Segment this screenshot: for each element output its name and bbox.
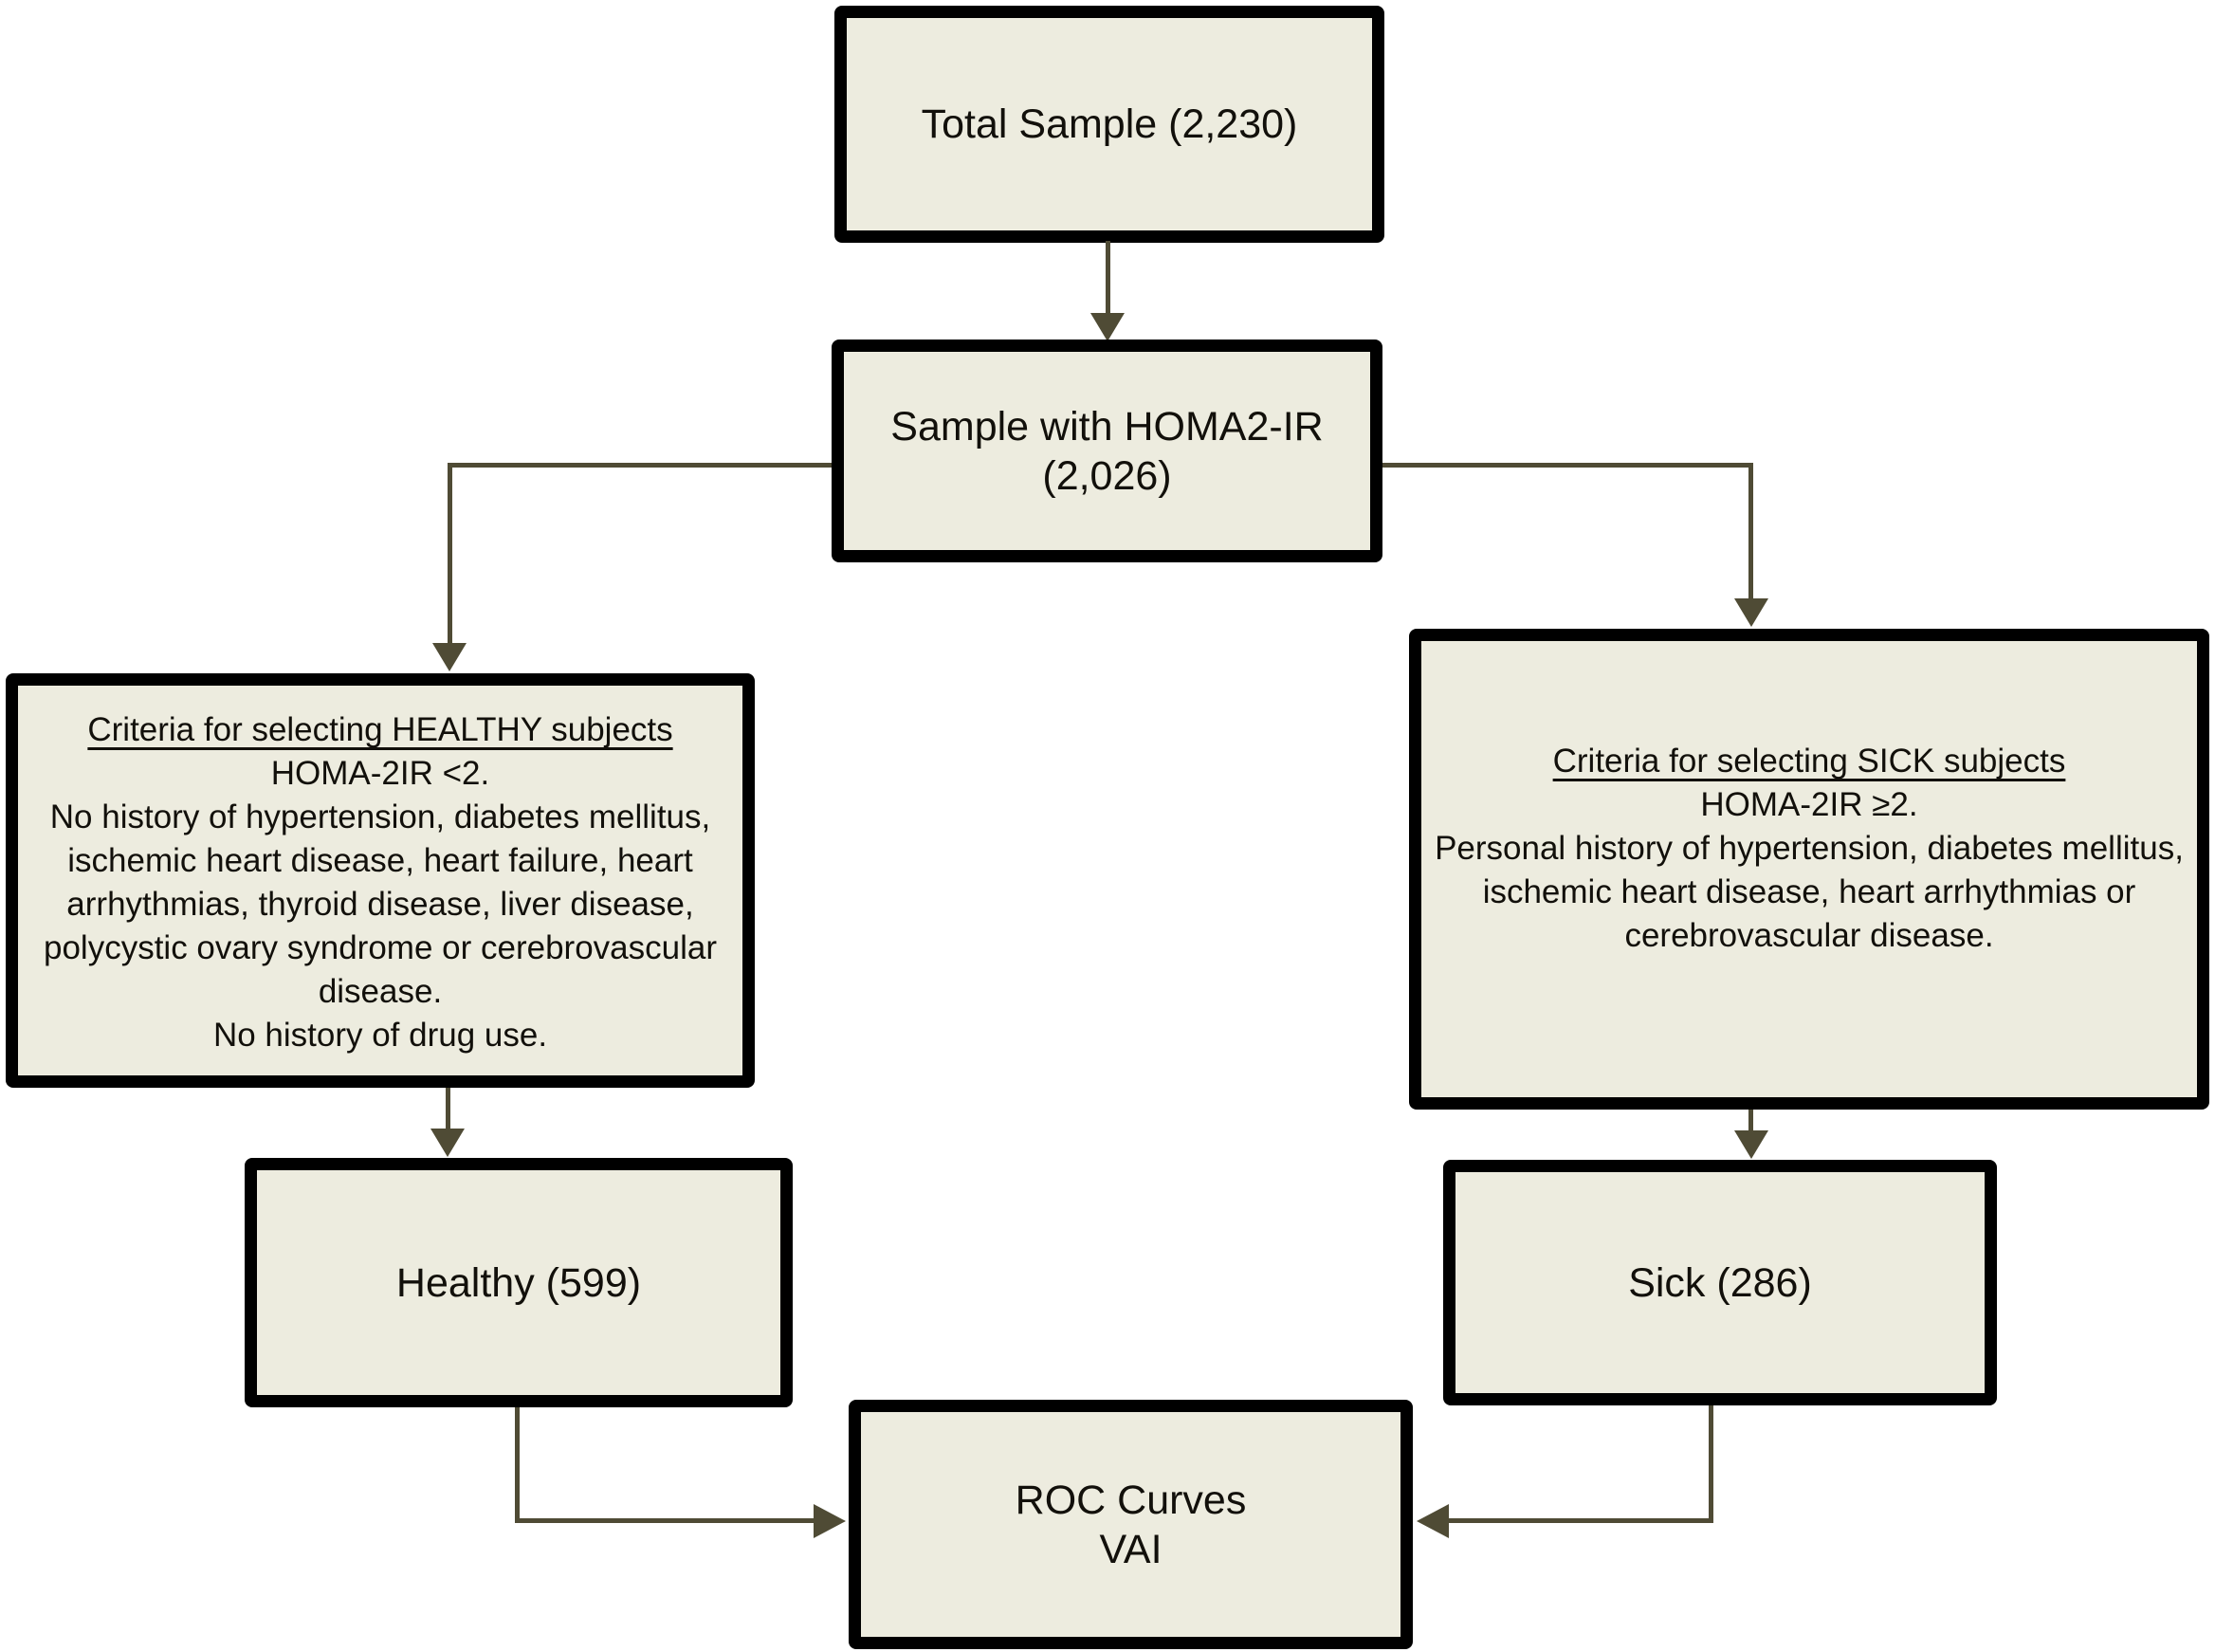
healthy-criteria-line: disease. — [318, 973, 443, 1010]
edge-sick-to-roc-hline — [1449, 1518, 1713, 1523]
sick-box: Sick (286) — [1443, 1160, 1997, 1405]
edge-criteria-to-healthy-line — [446, 1088, 450, 1130]
healthy-criteria-line: ischemic heart disease, heart failure, h… — [67, 842, 693, 879]
healthy-criteria-box: Criteria for selecting HEALTHY subjects … — [6, 673, 755, 1088]
edge-homa-to-sick-criteria-vline — [1748, 463, 1753, 600]
edge-homa-to-sick-criteria-hline — [1382, 463, 1753, 468]
healthy-box: Healthy (599) — [245, 1158, 793, 1407]
healthy-criteria-title: Criteria for selecting HEALTHY subjects — [87, 711, 673, 748]
healthy-criteria-line: No history of hypertension, diabetes mel… — [49, 798, 711, 835]
roc-line1: ROC Curves — [1015, 1477, 1247, 1523]
edge-sick-to-roc-vline — [1709, 1405, 1713, 1523]
homa2ir-sample-box: Sample with HOMA2-IR (2,026) — [832, 340, 1382, 562]
edge-healthy-to-roc-vline — [515, 1407, 520, 1523]
healthy-criteria-line: polycystic ovary syndrome or cerebrovasc… — [44, 929, 717, 966]
sick-label: Sick (286) — [1628, 1259, 1812, 1306]
sick-criteria-line: Personal history of hypertension, diabet… — [1435, 830, 2184, 867]
healthy-criteria-line: arrhythmias, thyroid disease, liver dise… — [66, 886, 694, 923]
edge-criteria-to-sick-line — [1748, 1110, 1753, 1132]
healthy-criteria-line: No history of drug use. — [212, 1017, 548, 1054]
edge-sick-to-roc-arrowhead-icon — [1417, 1504, 1449, 1538]
edge-healthy-to-roc-hline — [515, 1518, 815, 1523]
homa2ir-sample-line1: Sample with HOMA2-IR — [890, 403, 1324, 450]
total-sample-box: Total Sample (2,230) — [834, 6, 1384, 243]
sick-criteria-line: cerebrovascular disease. — [1624, 917, 1994, 954]
roc-line2: VAI — [1099, 1526, 1162, 1572]
edge-homa-to-healthy-criteria-arrowhead-icon — [432, 643, 467, 671]
edge-total-to-homa-arrowhead-icon — [1090, 313, 1125, 341]
edge-homa-to-sick-criteria-arrowhead-icon — [1734, 598, 1768, 627]
healthy-label: Healthy (599) — [395, 1259, 642, 1306]
total-sample-label: Total Sample (2,230) — [921, 101, 1298, 147]
sick-criteria-line: HOMA-2IR ≥2. — [1700, 786, 1918, 823]
sick-criteria-line: ischemic heart disease, heart arrhythmia… — [1482, 873, 2136, 910]
edge-criteria-to-healthy-arrowhead-icon — [430, 1129, 465, 1157]
sick-criteria-title: Criteria for selecting SICK subjects — [1552, 743, 2066, 780]
homa2ir-sample-line2: (2,026) — [1042, 452, 1172, 499]
edge-homa-to-healthy-criteria-vline — [448, 463, 452, 645]
healthy-criteria-line: HOMA-2IR <2. — [270, 755, 490, 792]
sick-criteria-box: Criteria for selecting SICK subjects HOM… — [1409, 629, 2209, 1110]
edge-healthy-to-roc-arrowhead-icon — [814, 1504, 846, 1538]
edge-total-to-homa-line — [1106, 241, 1110, 315]
edge-criteria-to-sick-arrowhead-icon — [1734, 1130, 1768, 1159]
edge-homa-to-healthy-criteria-hline — [448, 463, 832, 468]
roc-curves-box: ROC Curves VAI — [849, 1400, 1413, 1649]
